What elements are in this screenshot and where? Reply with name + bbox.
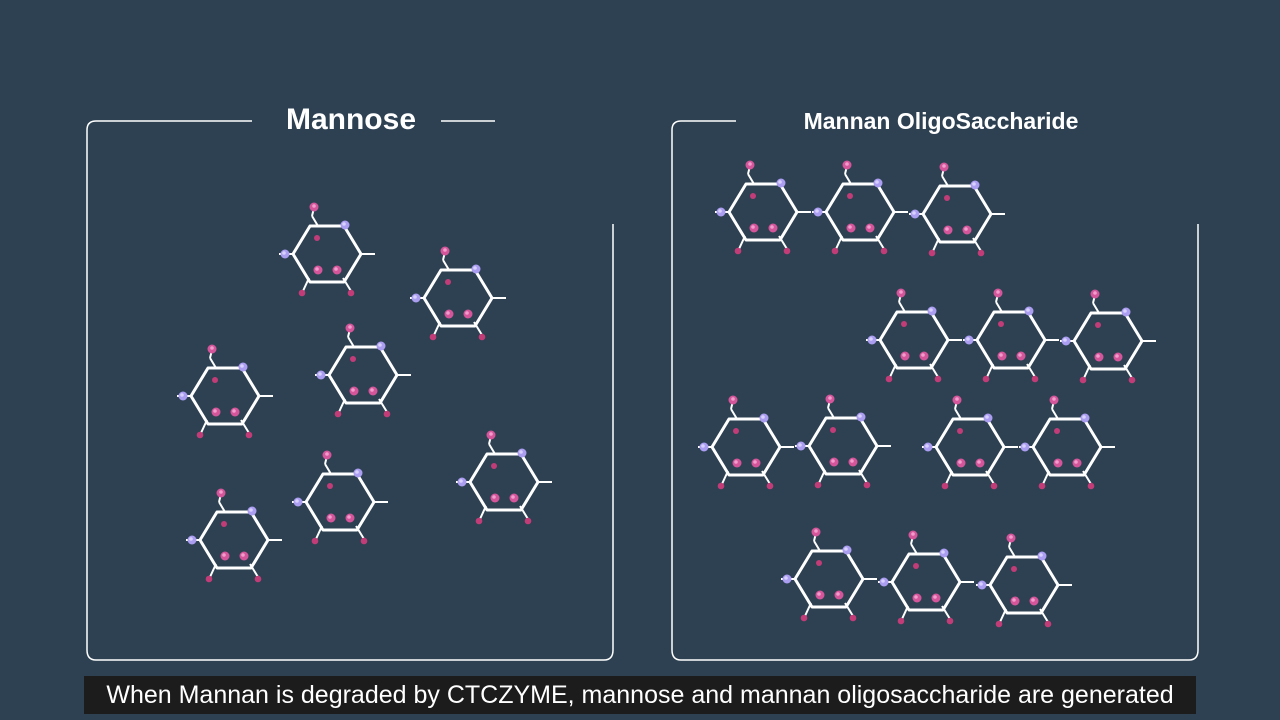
hexose-ring-icon [876, 529, 976, 626]
hexose-ring-icon [920, 394, 1020, 491]
oligosaccharide-chain-5 [779, 526, 1074, 629]
right-panel-frame [671, 120, 1199, 661]
oligosaccharide-chain-4 [920, 394, 1117, 491]
hexose-ring-icon [974, 532, 1074, 629]
hexose-ring-icon [1058, 288, 1158, 385]
oligosaccharide-chain-2 [864, 287, 1158, 385]
hexose-ring-icon [184, 487, 284, 584]
hexose-ring-icon [1017, 394, 1117, 491]
hexose-ring-icon [313, 322, 413, 419]
left-panel-frame [86, 120, 614, 661]
hexose-ring-icon [864, 287, 964, 384]
mannose-panel-title: Mannose [262, 102, 440, 138]
hexose-ring-icon [907, 161, 1007, 258]
oligosaccharide-chain-1 [713, 159, 1007, 258]
hexose-ring-icon [713, 159, 813, 256]
hexose-ring-icon [696, 394, 796, 491]
hexose-ring-icon [779, 526, 879, 623]
hexose-ring-icon [793, 393, 893, 490]
mannose-molecules [175, 201, 554, 584]
oligosaccharide-chain-3 [696, 393, 893, 491]
hexose-ring-icon [175, 343, 275, 440]
hexose-ring-icon [810, 159, 910, 256]
hexose-ring-icon [408, 245, 508, 342]
oligosaccharide-panel-title: Mannan OligoSaccharide [780, 106, 1102, 136]
hexose-ring-icon [290, 449, 390, 546]
hexose-ring-icon [454, 429, 554, 526]
hexose-ring-icon [961, 287, 1061, 384]
subtitle-caption: When Mannan is degraded by CTCZYME, mann… [84, 676, 1196, 714]
hexose-ring-icon [277, 201, 377, 298]
